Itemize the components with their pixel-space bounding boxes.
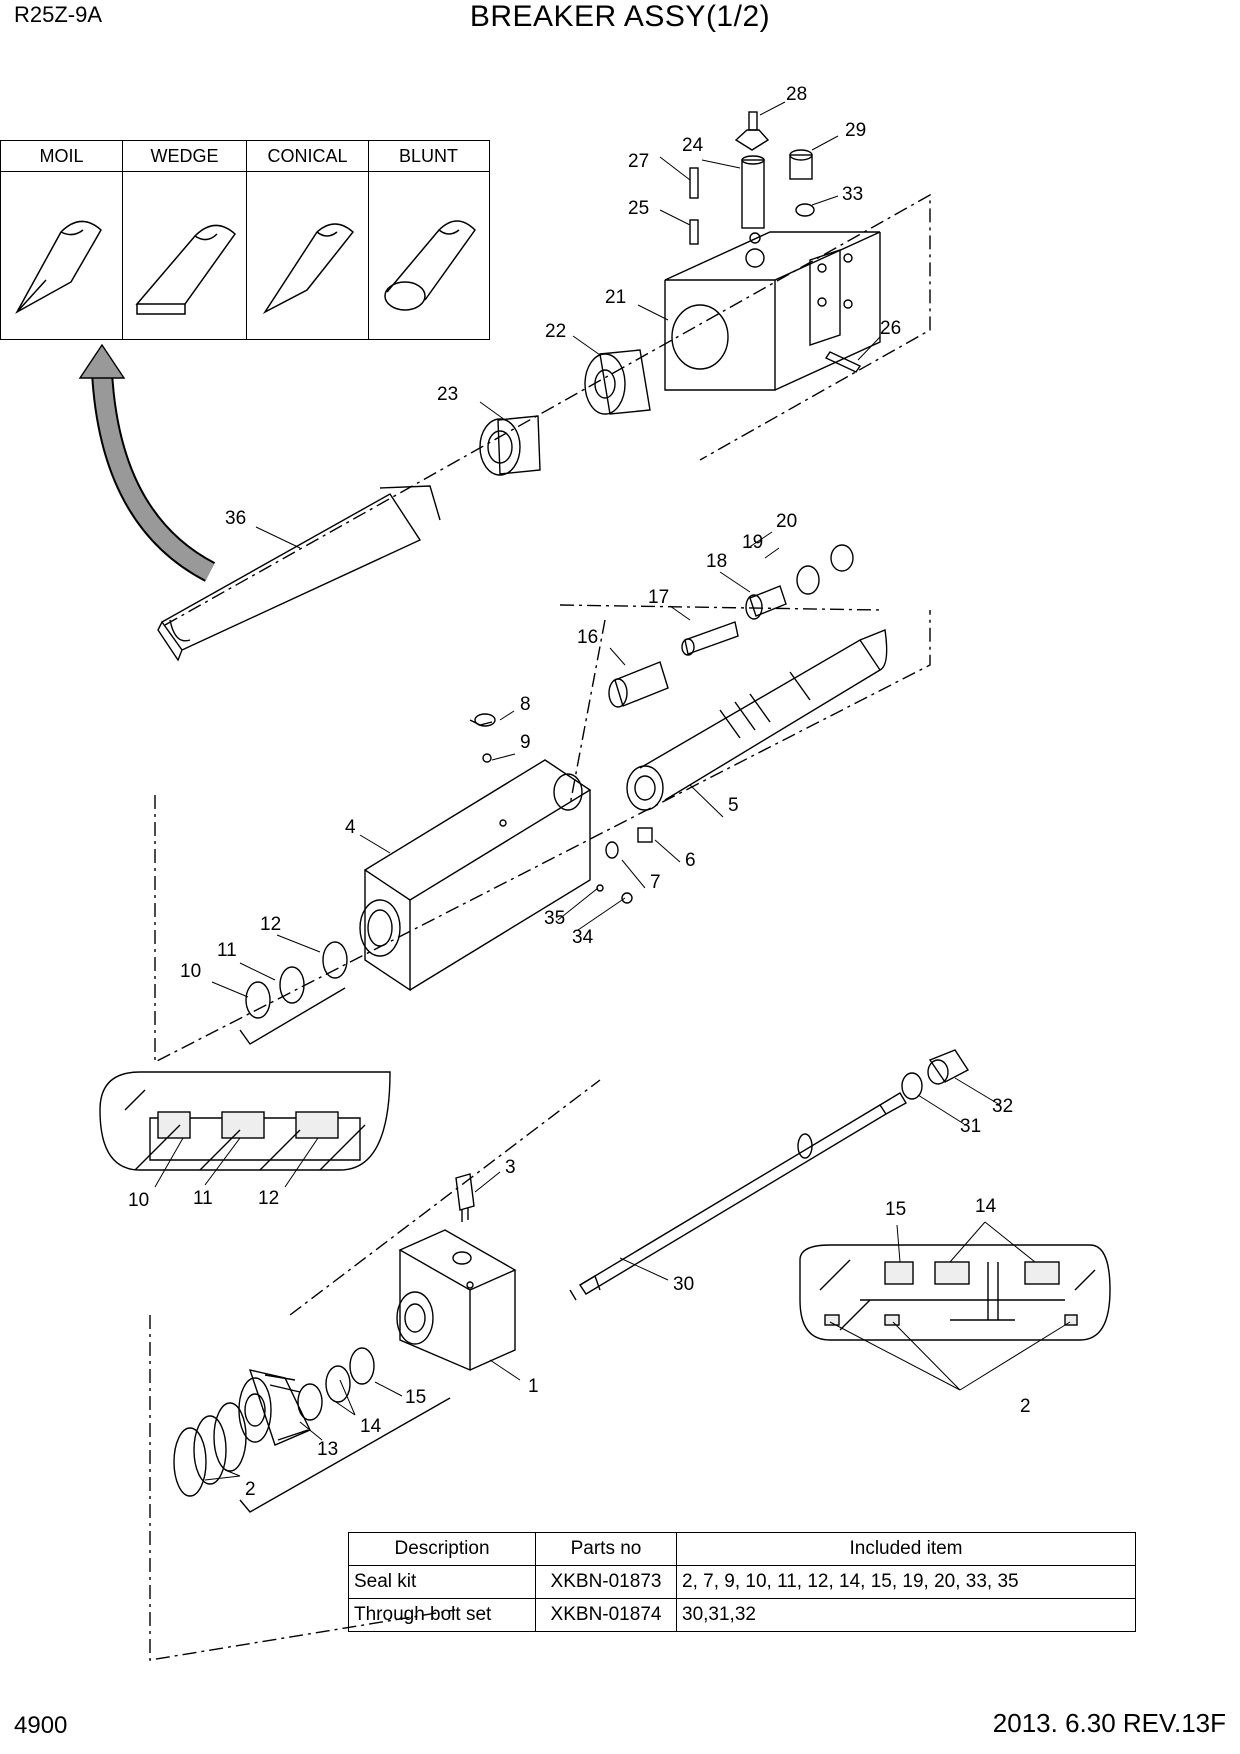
cylinder-block [359, 713, 592, 992]
callout-18: 18 [706, 551, 727, 572]
callout-10: 10 [128, 1190, 149, 1211]
callout-10: 10 [180, 961, 201, 982]
callout-29: 29 [845, 120, 866, 141]
row-included-item: 2, 7, 9, 10, 11, 12, 14, 15, 19, 20, 33,… [676, 1565, 1136, 1599]
table-row: Through bolt set XKBN-01874 30,31,32 [348, 1598, 1136, 1632]
callout-36: 36 [225, 508, 246, 529]
callout-22: 22 [545, 321, 566, 342]
seal-section-bottom [799, 1244, 1111, 1341]
bush-parts [479, 349, 651, 476]
callout-32: 32 [992, 1096, 1013, 1117]
piston [626, 629, 888, 811]
tip-label-moil: MOIL [1, 141, 123, 171]
callout-11: 11 [193, 1188, 213, 1209]
tip-label-blunt: BLUNT [398, 146, 458, 166]
conical-tip-drawing [247, 172, 369, 340]
callout-12: 12 [260, 914, 281, 935]
page-title: BREAKER ASSY(1/2) [469, 0, 771, 33]
callout-34: 34 [572, 927, 594, 948]
row-description: Through bolt set [348, 1598, 536, 1632]
row-parts-no: XKBN-01873 [535, 1565, 677, 1599]
callout-labels: 2 2 1 3 4 5 6 7 8 9 10 11 12 10 11 12 13… [128, 84, 1031, 1500]
callout-33: 33 [842, 184, 863, 205]
wedge-tip-drawing [123, 172, 247, 340]
sleeve-and-rings [173, 1347, 451, 1513]
callout-23: 23 [437, 384, 458, 405]
moil-tip-drawing [1, 172, 123, 340]
tool-tip-drawings [1, 172, 489, 340]
callout-13: 13 [317, 1439, 338, 1460]
curved-arrow-icon [78, 343, 216, 582]
valve-parts [608, 544, 854, 708]
seal-kit-table: Description Parts no Included item Seal … [348, 1532, 1136, 1632]
callout-25: 25 [628, 198, 649, 219]
callout-15: 15 [885, 1199, 906, 1220]
callout-19: 19 [742, 532, 763, 553]
callout-30: 30 [673, 1274, 694, 1295]
callout-31: 31 [960, 1116, 981, 1137]
small-fittings [469, 719, 653, 904]
callout-17: 17 [648, 587, 669, 608]
callout-14: 14 [360, 1416, 382, 1437]
tool-tip-panel: MOIL WEDGE CONICAL BLUNT [0, 140, 490, 340]
blunt-tip-drawing [369, 172, 488, 340]
row-included-item: 30,31,32 [676, 1598, 1136, 1632]
revision-date: 2013. 6.30 REV.13F [992, 1708, 1226, 1738]
header-description: Description [348, 1532, 536, 1566]
callout-2: 2 [1020, 1396, 1031, 1417]
o-rings-top [239, 941, 348, 1045]
callout-2: 2 [245, 1479, 256, 1500]
callout-9: 9 [520, 732, 531, 753]
callout-6: 6 [685, 850, 696, 871]
model-code: R25Z-9A [14, 2, 103, 27]
header-parts-no: Parts no [535, 1532, 677, 1566]
row-description: Seal kit [348, 1565, 536, 1599]
pins-and-plugs [689, 111, 862, 373]
row-parts-no: XKBN-01874 [535, 1598, 677, 1632]
through-bolt [569, 1049, 970, 1301]
callout-14: 14 [975, 1196, 997, 1217]
chisel [157, 485, 441, 662]
table-header-row: Description Parts no Included item [348, 1532, 1136, 1566]
header-included-item: Included item [676, 1532, 1136, 1566]
back-head-block [396, 1229, 517, 1372]
callout-3: 3 [505, 1157, 516, 1178]
tip-label-conical: CONICAL [247, 141, 369, 171]
front-head-block [664, 231, 881, 391]
tip-label-wedge: WEDGE [123, 141, 247, 171]
callout-16: 16 [577, 627, 598, 648]
callout-12: 12 [258, 1188, 279, 1209]
callout-26: 26 [880, 318, 901, 339]
callout-1: 1 [528, 1376, 539, 1397]
page-number: 4900 [14, 1712, 68, 1739]
seal-section-top [99, 1071, 391, 1171]
callout-35: 35 [544, 908, 565, 929]
callout-20: 20 [776, 511, 797, 532]
callout-15: 15 [405, 1387, 426, 1408]
callout-21: 21 [605, 287, 626, 308]
callout-4: 4 [345, 817, 356, 838]
table-row: Seal kit XKBN-01873 2, 7, 9, 10, 11, 12,… [348, 1565, 1136, 1599]
callout-24: 24 [682, 135, 704, 156]
callout-8: 8 [520, 694, 531, 715]
callout-11: 11 [217, 940, 237, 961]
callout-28: 28 [786, 84, 807, 105]
leader-lines [154, 101, 1071, 1481]
callout-5: 5 [728, 795, 739, 816]
callout-27: 27 [628, 151, 649, 172]
charging-valve [455, 1173, 475, 1222]
tool-tip-header: MOIL WEDGE CONICAL BLUNT [1, 141, 489, 172]
callout-7: 7 [650, 872, 661, 893]
